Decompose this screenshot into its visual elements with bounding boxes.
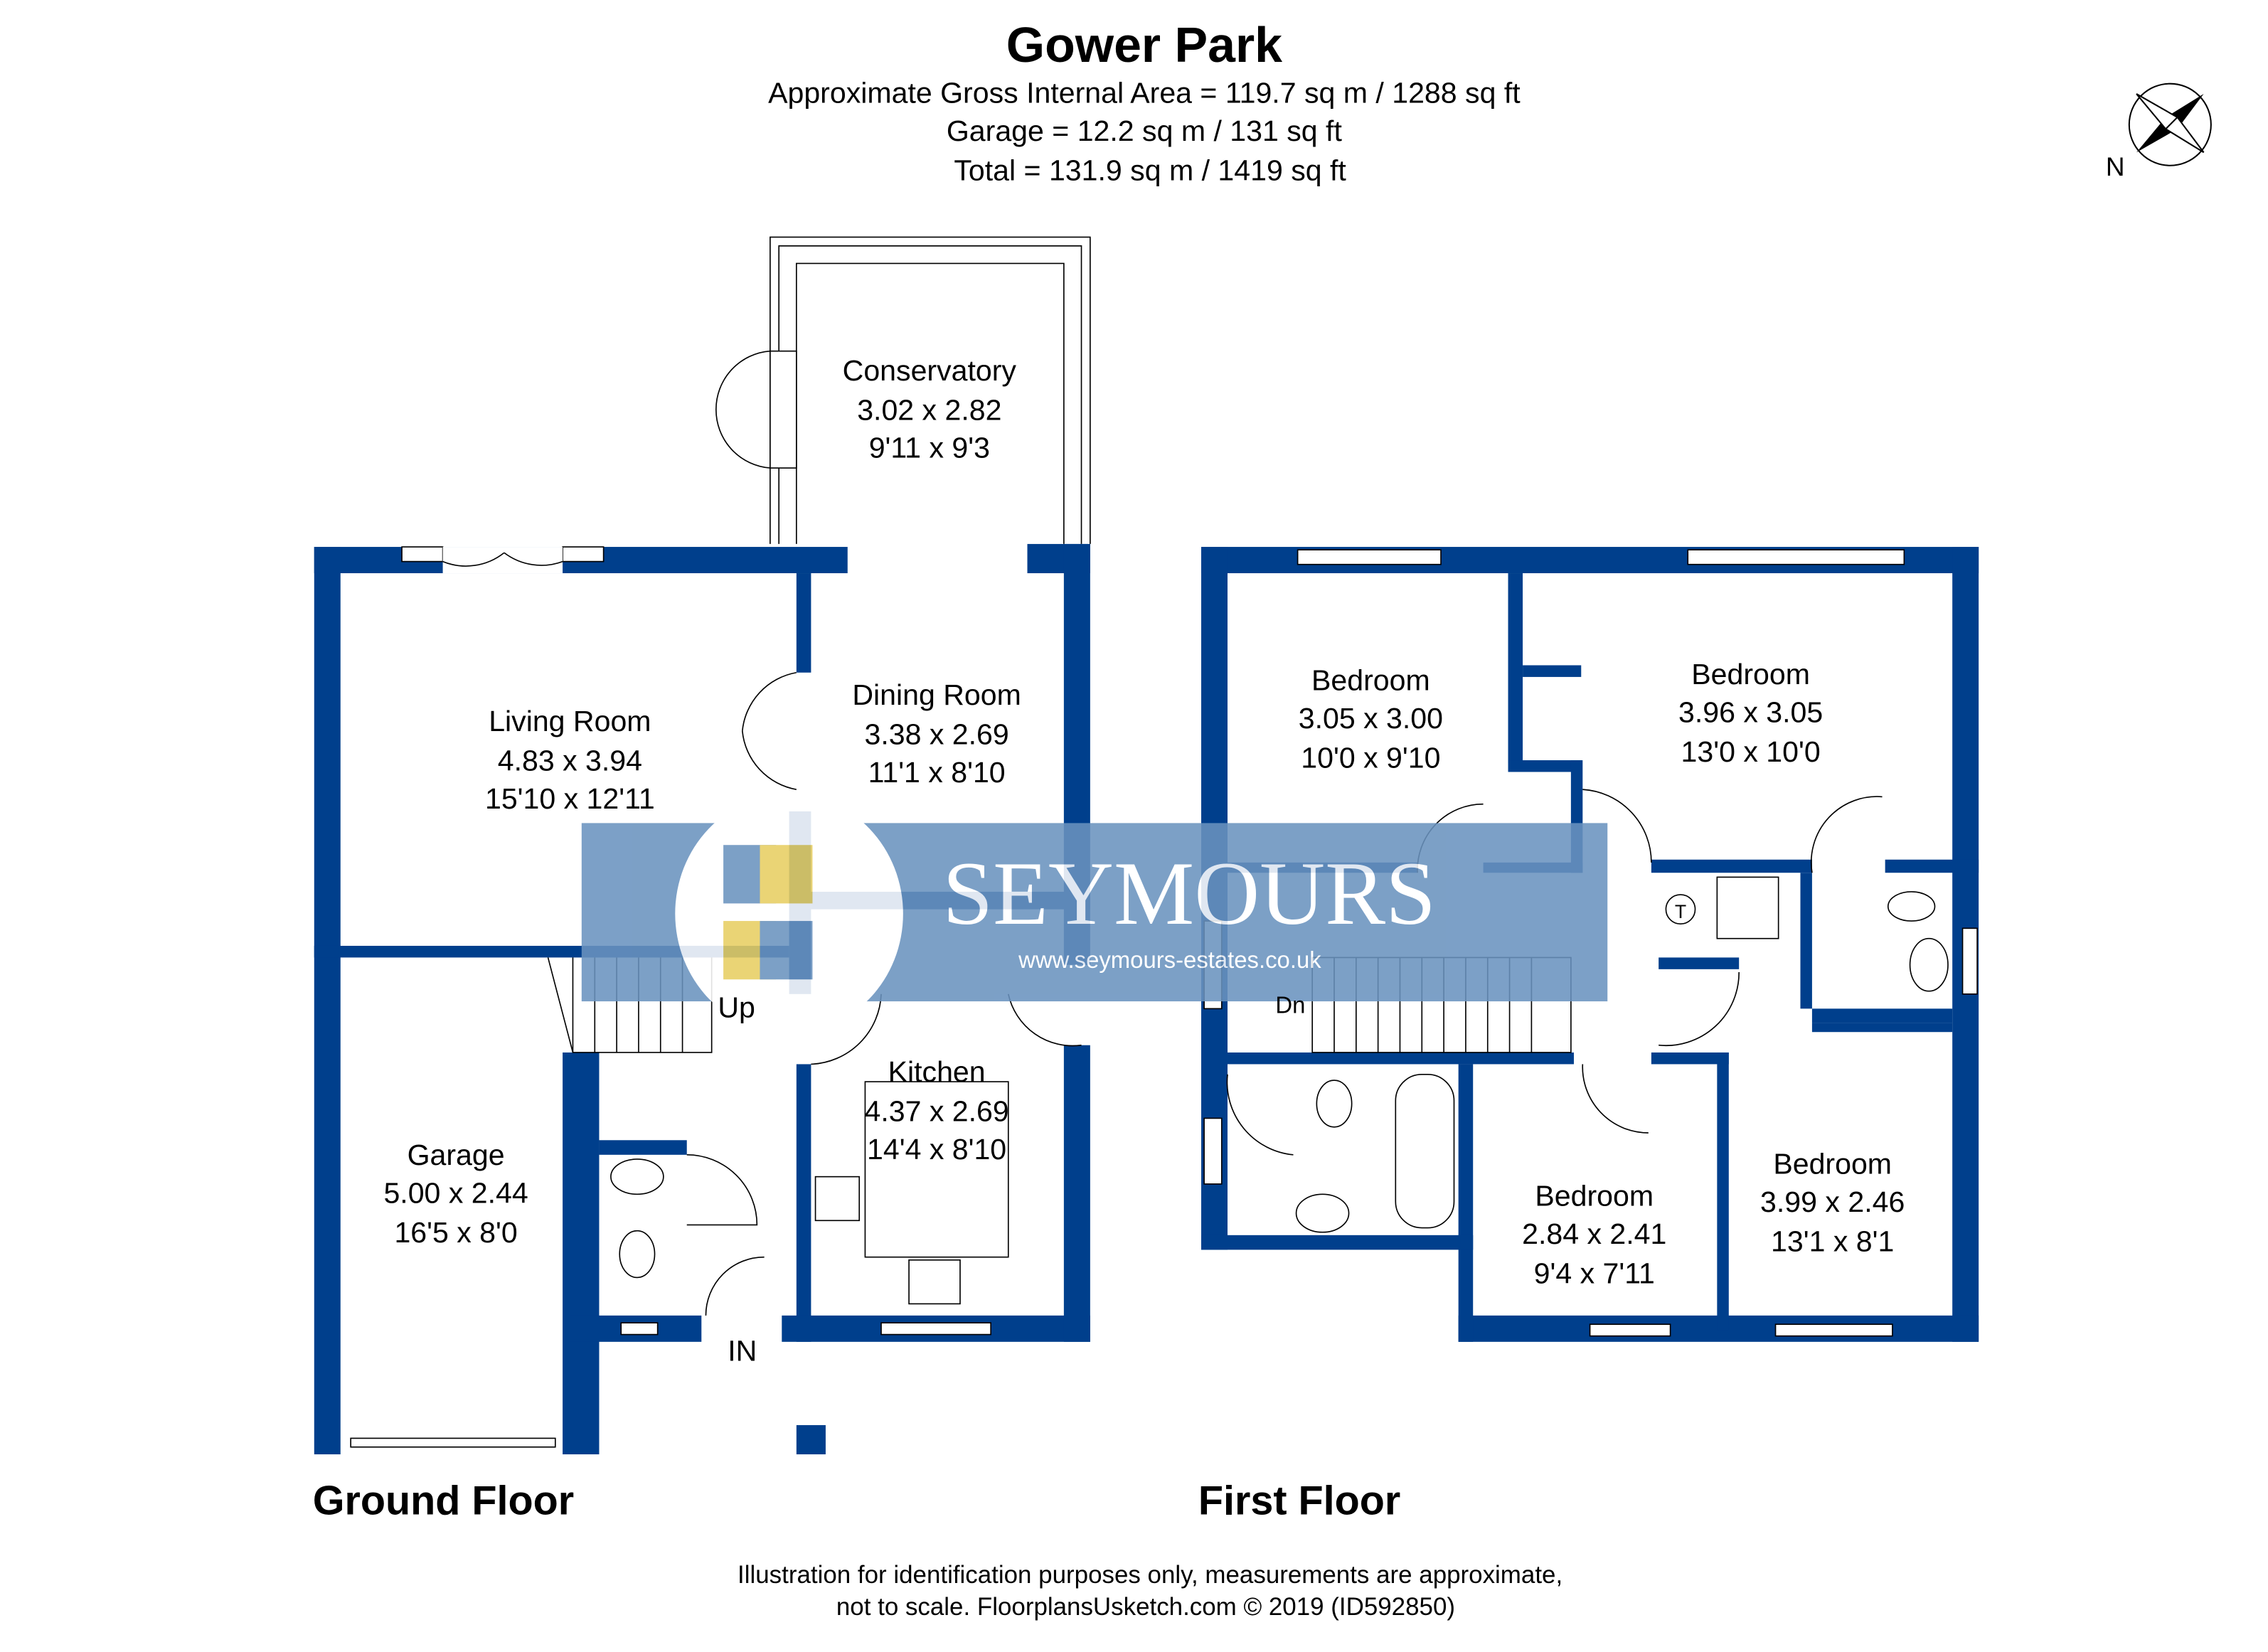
room-dimension: 10'0 x 9'10 <box>1301 741 1440 774</box>
room-dimension: 15'10 x 12'11 <box>485 782 655 815</box>
room-dimension: 4.83 x 3.94 <box>498 744 642 777</box>
room-bedroom-1: Bedroom <box>1311 664 1430 696</box>
room-living: Living Room <box>489 705 651 737</box>
entrance-label: IN <box>728 1335 757 1368</box>
room-dimension: 3.96 x 3.05 <box>1678 696 1823 729</box>
tank-label: T <box>1675 901 1686 922</box>
room-garage: Garage <box>408 1139 505 1171</box>
ground-floor-walls <box>314 543 1090 1455</box>
gross-area: Approximate Gross Internal Area = 119.7 … <box>768 76 1521 109</box>
room-bedroom-4: Bedroom <box>1773 1148 1892 1181</box>
room-dimension: 11'1 x 8'10 <box>868 756 1006 789</box>
watermark-url: www.seymours-estates.co.uk <box>1018 947 1321 973</box>
first-room-labels: Bedroom 3.05 x 3.00 10'0 x 9'10 Bedroom … <box>1299 658 1905 1289</box>
room-dimension: 3.38 x 2.69 <box>864 718 1008 750</box>
disclaimer-line-2: not to scale. FloorplansUsketch.com © 20… <box>836 1593 1455 1621</box>
room-dimension: 14'4 x 8'10 <box>867 1133 1006 1166</box>
room-dimension: 13'1 x 8'1 <box>1771 1225 1894 1257</box>
total-area: Total = 131.9 sq m / 1419 sq ft <box>954 154 1346 186</box>
plan-title: Gower Park <box>1006 17 1282 73</box>
room-dimension: 4.37 x 2.69 <box>864 1095 1008 1128</box>
disclaimer-line-1: Illustration for identification purposes… <box>738 1561 1562 1589</box>
room-bedroom-2: Bedroom <box>1691 658 1810 691</box>
room-dimension: 2.84 x 2.41 <box>1522 1217 1666 1250</box>
room-dimension: 9'11 x 9'3 <box>869 432 990 464</box>
room-dimension: 3.02 x 2.82 <box>857 393 1001 426</box>
stairs-up-label: Up <box>718 991 755 1024</box>
compass-north-label: N <box>2106 152 2125 181</box>
ground-stairs <box>547 957 713 1053</box>
room-dimension: 3.99 x 2.46 <box>1760 1185 1905 1218</box>
room-dimension: 9'4 x 7'11 <box>1534 1257 1655 1290</box>
room-dimension: 16'5 x 8'0 <box>394 1216 517 1249</box>
stairs-down-label: Dn <box>1275 992 1305 1018</box>
watermark: SEYMOURS www.seymours-estates.co.uk <box>581 794 1608 1034</box>
room-kitchen: Kitchen <box>888 1055 986 1088</box>
garage-area: Garage = 12.2 sq m / 131 sq ft <box>947 114 1343 147</box>
compass-icon: N <box>2106 82 2212 181</box>
room-dining: Dining Room <box>852 678 1021 711</box>
room-dimension: 3.05 x 3.00 <box>1299 702 1443 735</box>
first-floor-title: First Floor <box>1198 1478 1400 1523</box>
ground-room-labels: Conservatory 3.02 x 2.82 9'11 x 9'3 Livi… <box>383 354 1305 1368</box>
room-bedroom-3: Bedroom <box>1535 1180 1654 1213</box>
ground-floor-title: Ground Floor <box>313 1478 574 1523</box>
room-dimension: 5.00 x 2.44 <box>383 1177 528 1210</box>
watermark-brand: SEYMOURS <box>942 843 1436 944</box>
room-dimension: 13'0 x 10'0 <box>1681 735 1821 768</box>
room-conservatory: Conservatory <box>843 354 1017 387</box>
conservatory-frame <box>715 236 1091 544</box>
